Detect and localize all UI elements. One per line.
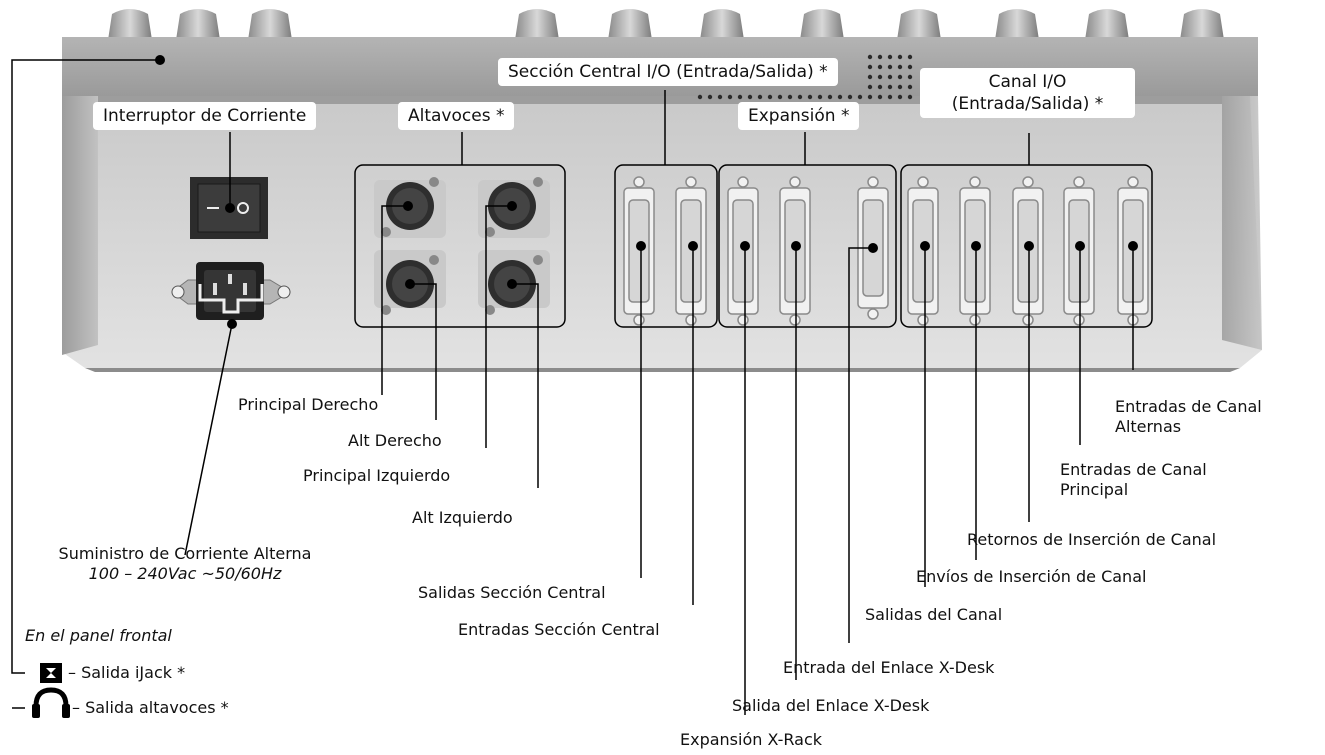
center-outputs-label: Salidas Sección Central <box>418 583 606 602</box>
front-panel-heading: En el panel frontal <box>25 626 172 645</box>
alt-left-label: Alt Izquierdo <box>412 508 513 527</box>
xrack-expansion-label: Expansión X-Rack <box>680 730 823 749</box>
channel-io-callout: Canal I/O (Entrada/Salida) * <box>920 68 1135 118</box>
ijack-output-label: – Salida iJack * <box>68 663 186 682</box>
channel-io-callout-line1: Canal I/O <box>988 72 1067 92</box>
main-right-label: Principal Derecho <box>238 395 379 414</box>
alt-inputs-line1: Entradas de Canal <box>1115 397 1262 416</box>
dsub-connectors <box>623 176 1149 326</box>
insert-returns-label: Retornos de Inserción de Canal <box>967 530 1217 549</box>
ac-supply-label: Suministro de Corriente Alterna 100 – 24… <box>40 544 330 584</box>
speaker-grille <box>697 54 913 100</box>
alt-inputs-line2: Alternas <box>1115 417 1182 436</box>
leader-dots <box>155 55 1138 329</box>
center-io-callout: Sección Central I/O (Entrada/Salida) * <box>498 58 838 86</box>
speakers-callout: Altavoces * <box>398 102 515 130</box>
knob-row <box>108 9 1224 40</box>
alt-inputs-label: Entradas de Canal Alternas <box>1115 397 1262 437</box>
insert-sends-label: Envíos de Inserción de Canal <box>916 567 1147 586</box>
channel-io-callout-line2: (Entrada/Salida) * <box>951 94 1104 114</box>
main-inputs-label: Entradas de Canal Principal <box>1060 460 1207 500</box>
channel-outputs-label: Salidas del Canal <box>865 605 1003 624</box>
expansion-callout: Expansión * <box>738 102 860 130</box>
ac-supply-title: Suministro de Corriente Alterna <box>58 544 312 563</box>
center-inputs-label: Entradas Sección Central <box>458 620 660 639</box>
xdesk-out-label: Salida del Enlace X-Desk <box>732 696 930 715</box>
ac-inlet <box>171 262 291 320</box>
connector-group-boxes <box>354 164 1153 328</box>
power-switch-callout: Interruptor de Corriente <box>93 102 317 130</box>
power-switch <box>190 177 268 239</box>
ijack-icon <box>40 663 62 683</box>
main-left-label: Principal Izquierdo <box>303 466 451 485</box>
main-inputs-line1: Entradas de Canal <box>1060 460 1207 479</box>
xdesk-in-label: Entrada del Enlace X-Desk <box>783 658 995 677</box>
headphone-output-label: – Salida altavoces * <box>72 698 229 717</box>
ac-supply-spec: 100 – 240Vac ~50/60Hz <box>88 564 282 583</box>
leader-lines <box>11 59 1134 715</box>
main-inputs-line2: Principal <box>1060 480 1129 499</box>
alt-right-label: Alt Derecho <box>348 431 442 450</box>
headphones-icon <box>32 687 70 718</box>
